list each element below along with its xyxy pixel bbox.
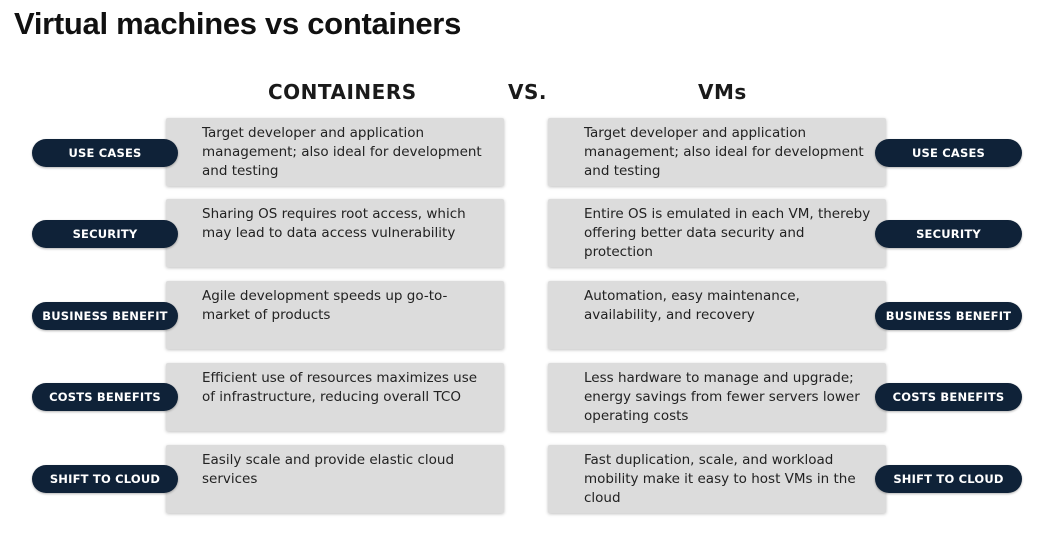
vms-shift-to-cloud-card: Fast duplication, scale, and workload mo… (548, 445, 886, 513)
containers-use-cases-card: Target developer and application managem… (166, 118, 504, 186)
containers-shift-to-cloud-card: Easily scale and provide elastic cloud s… (166, 445, 504, 513)
costs-benefits-label-right: COSTS BENEFITS (875, 383, 1022, 411)
costs-benefits-label-left: COSTS BENEFITS (32, 383, 178, 411)
vms-business-benefit-card: Automation, easy maintenance, availabili… (548, 281, 886, 349)
use-cases-label-left: USE CASES (32, 139, 178, 167)
containers-header: CONTAINERS (268, 80, 417, 104)
page-title: Virtual machines vs containers (14, 6, 462, 41)
containers-costs-benefits-card: Efficient use of resources maximizes use… (166, 363, 504, 431)
vms-costs-benefits-card: Less hardware to manage and upgrade; ene… (548, 363, 886, 431)
business-benefit-label-right: BUSINESS BENEFIT (875, 302, 1022, 330)
business-benefit-label-left: BUSINESS BENEFIT (32, 302, 178, 330)
security-label-right: SECURITY (875, 220, 1022, 248)
containers-security-card: Sharing OS requires root access, which m… (166, 199, 504, 267)
containers-business-benefit-card: Agile development speeds up go-to-market… (166, 281, 504, 349)
vms-use-cases-card: Target developer and application managem… (548, 118, 886, 186)
vms-security-card: Entire OS is emulated in each VM, thereb… (548, 199, 886, 267)
vms-header: VMs (698, 80, 747, 104)
shift-to-cloud-label-left: SHIFT TO CLOUD (32, 465, 178, 493)
shift-to-cloud-label-right: SHIFT TO CLOUD (875, 465, 1022, 493)
security-label-left: SECURITY (32, 220, 178, 248)
use-cases-label-right: USE CASES (875, 139, 1022, 167)
vs-header: VS. (508, 80, 547, 104)
